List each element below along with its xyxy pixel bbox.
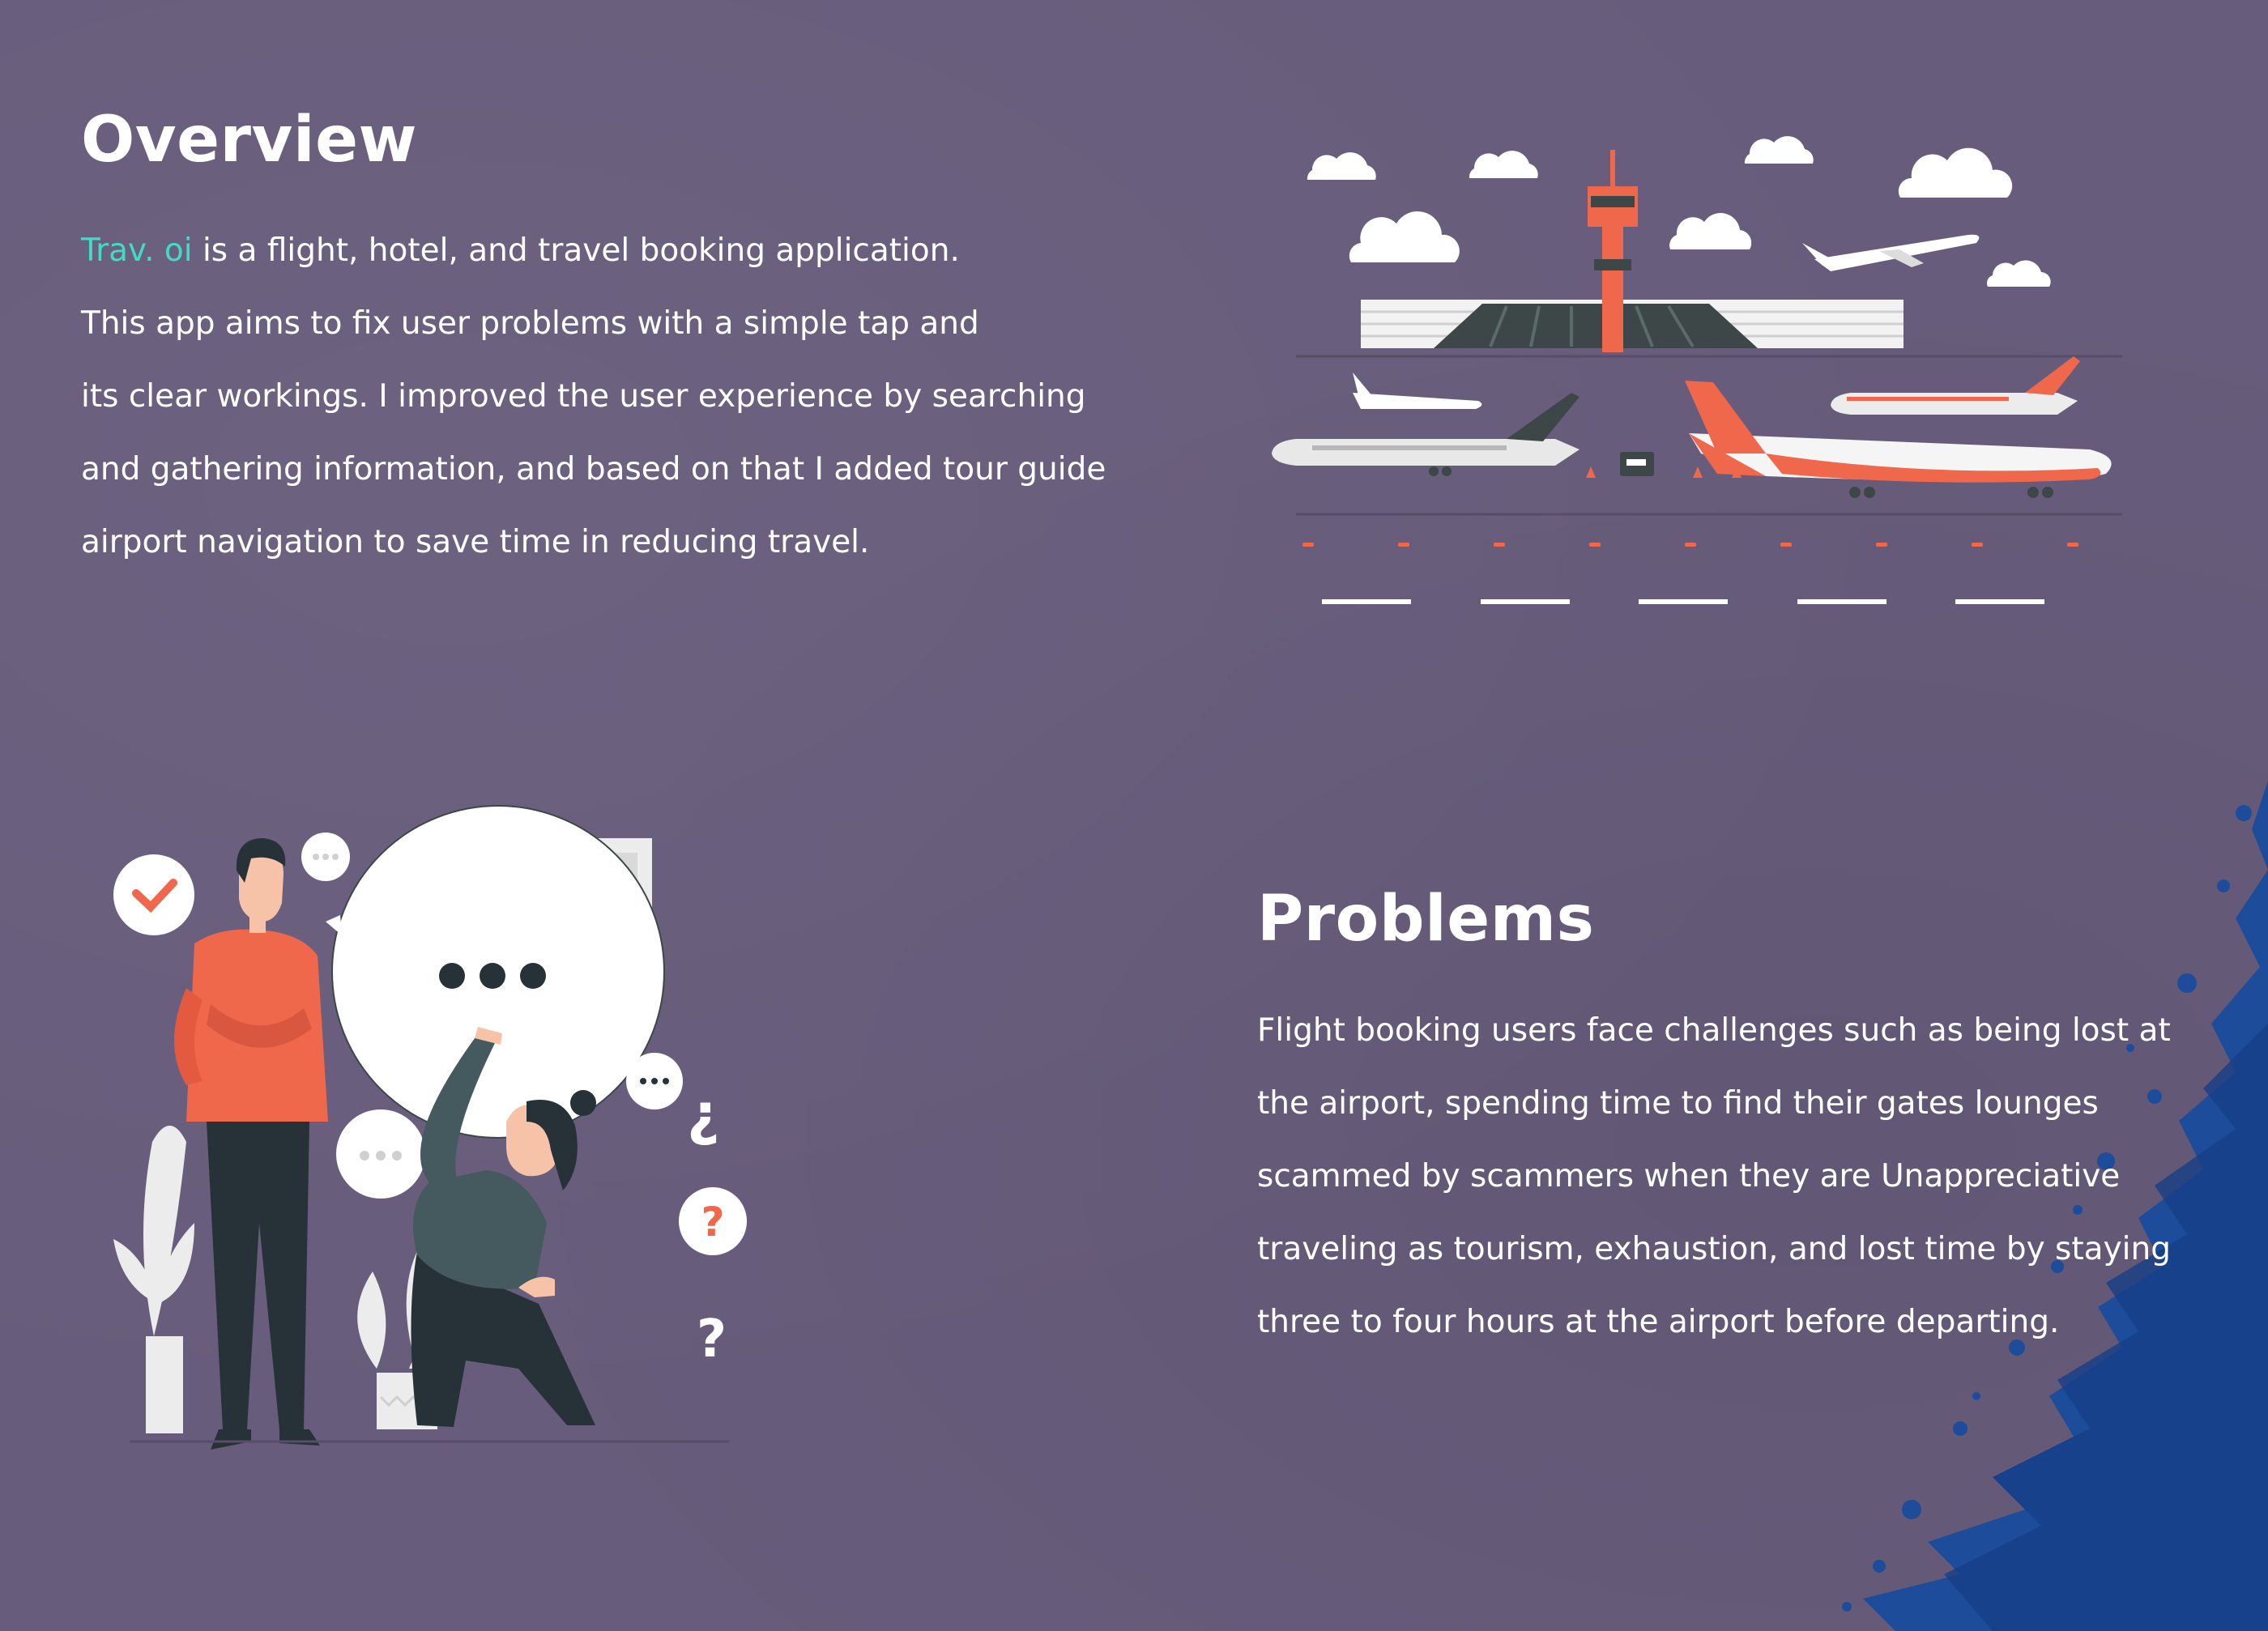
question-icon: ¿ (687, 1081, 720, 1148)
cloud-icon (1307, 136, 2051, 287)
plane-parked-icon (1831, 356, 2080, 415)
overview-line: airport navigation to save time in reduc… (81, 524, 870, 560)
overview-line: This app aims to fix user problems with … (81, 305, 979, 342)
question-icon: ? (697, 1309, 727, 1369)
problems-title: Problems (1257, 883, 1595, 956)
airport-illustration (1272, 136, 2122, 604)
plane-parked-icon (1353, 373, 1482, 409)
problems-line: the airport, spending time to find their… (1257, 1085, 2099, 1122)
plane-parked-icon (1685, 381, 2112, 498)
problems-description: Flight booking users face challenges suc… (1257, 994, 2171, 1359)
plane-parked-icon (1272, 393, 1580, 476)
overview-line: Trav. oi is a flight, hotel, and travel … (81, 232, 960, 269)
problems-line: Flight booking users face challenges suc… (1257, 1012, 2171, 1049)
brand-name: Trav. oi (81, 232, 193, 269)
woman-figure (411, 1027, 596, 1427)
question-icon: ? (701, 1199, 724, 1246)
control-tower-icon (1588, 150, 1638, 352)
check-icon (132, 879, 177, 913)
overview-line: its clear workings. I improved the user … (81, 378, 1086, 415)
plane-flying-icon (1802, 234, 1980, 271)
overview-description: Trav. oi is a flight, hotel, and travel … (81, 215, 1106, 579)
overview-line: and gathering information, and based on … (81, 451, 1106, 488)
overview-title: Overview (81, 104, 418, 177)
blue-paint-splash (1842, 781, 2268, 1631)
ellipsis-icon (439, 963, 546, 989)
man-figure (174, 838, 328, 1450)
problems-line: three to four hours at the airport befor… (1257, 1304, 2060, 1340)
confused-people-illustration: ? ? ? ¿ (113, 805, 747, 1450)
problems-line: traveling as tourism, exhaustion, and lo… (1257, 1231, 2171, 1267)
problems-line: scammed by scammers when they are Unappr… (1257, 1158, 2121, 1195)
